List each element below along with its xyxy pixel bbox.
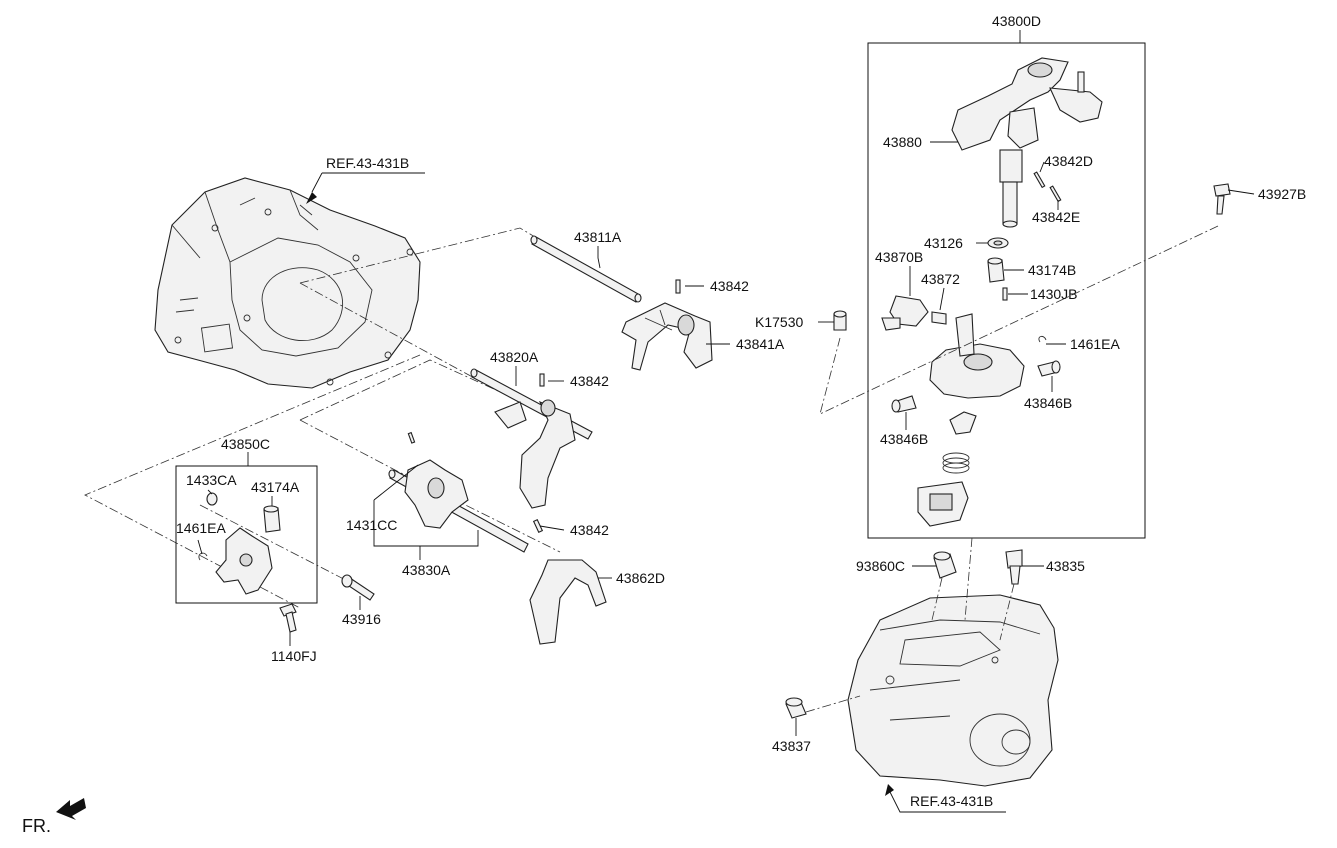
shift-lug-1431cc-drawing	[404, 431, 469, 529]
front-direction-label: FR.	[22, 816, 51, 836]
guide-line	[931, 577, 943, 621]
group-box-43800d	[867, 42, 1146, 539]
label-43174b: 43174B	[1028, 262, 1076, 278]
shift-fork-43862d-drawing	[529, 559, 607, 645]
ref-label-bottom: REF.43-431B	[910, 793, 993, 809]
pin-43842-c-drawing	[532, 518, 544, 534]
guide-line	[84, 354, 421, 609]
label-1431cc: 1431CC	[346, 517, 397, 533]
ref-leader-top	[311, 172, 425, 193]
label-1461ea-left: 1461EA	[176, 520, 226, 536]
label-43850c: 43850C	[221, 436, 270, 452]
label-43830a: 43830A	[402, 562, 451, 578]
control-housing-drawing	[929, 313, 1025, 399]
label-43811a: 43811A	[574, 229, 622, 245]
bolt-43927b-drawing	[1213, 183, 1231, 215]
label-43837: 43837	[772, 738, 811, 754]
leader-lines	[197, 141, 1255, 736]
label-43800d: 43800D	[992, 13, 1041, 29]
shift-rail-43811a-drawing	[530, 235, 642, 303]
label-43846b-right: 43846B	[1024, 395, 1072, 411]
bushing-43174b-drawing	[987, 257, 1005, 283]
cam-plate-drawing	[949, 411, 977, 435]
bolt-43916-drawing	[341, 574, 375, 601]
detent-43870b-drawing	[881, 295, 929, 331]
bushing-1433ca-drawing	[206, 492, 218, 506]
sensor-k17530-drawing	[833, 310, 847, 331]
label-43842e: 43842E	[1032, 209, 1080, 225]
label-43846b-left: 43846B	[880, 431, 928, 447]
ref-arrow-top	[306, 192, 317, 204]
return-spring-drawing	[942, 452, 970, 474]
control-lever-43880-drawing	[951, 57, 1103, 228]
label-43174a: 43174A	[251, 479, 300, 495]
plug-43837-drawing	[785, 697, 807, 719]
pin-43842-b-drawing	[539, 373, 545, 387]
label-43916: 43916	[342, 611, 381, 627]
label-1433ca: 1433CA	[186, 472, 237, 488]
bolt-1140fj-drawing	[279, 603, 297, 633]
bushing-43174a-drawing	[263, 505, 281, 533]
pins-43842d-43842e-drawing	[1033, 171, 1062, 203]
label-43872: 43872	[921, 271, 960, 287]
plunger-43846b-right-drawing	[1037, 360, 1061, 377]
clip-1461ea-right-drawing	[1038, 335, 1047, 343]
ref-leader-bottom	[889, 791, 1006, 813]
label-43927b: 43927B	[1258, 186, 1306, 202]
sensor-43835-drawing	[1005, 549, 1023, 585]
guide-line	[299, 227, 641, 301]
label-43880: 43880	[883, 134, 922, 150]
pin-43842-a-drawing	[675, 279, 681, 294]
ref-arrow-bottom	[885, 784, 894, 796]
label-43862d: 43862D	[616, 570, 665, 586]
guide-line	[964, 537, 973, 621]
label-93860c: 93860C	[856, 558, 905, 574]
guide-line	[199, 504, 366, 591]
sensor-93860c-drawing	[933, 551, 957, 579]
clip-1461ea-left-drawing	[198, 552, 208, 561]
label-43842-a: 43842	[710, 278, 749, 294]
shift-fork-43820a-drawing	[494, 399, 576, 509]
label-43870b: 43870B	[875, 249, 923, 265]
plunger-43846b-left-drawing	[891, 395, 917, 413]
lever-assembly-43850c-drawing	[215, 527, 273, 595]
group-box-43850c	[175, 465, 318, 604]
transmission-case-right-drawing	[847, 594, 1059, 787]
bracket-drawing	[917, 481, 969, 527]
label-k17530: K17530	[755, 314, 803, 330]
washer-43126-drawing	[987, 237, 1009, 249]
label-43835: 43835	[1046, 558, 1085, 574]
shift-fork-43841a-drawing	[621, 302, 713, 371]
label-1140fj: 1140FJ	[271, 648, 317, 664]
label-43842-b: 43842	[570, 373, 609, 389]
label-43820a: 43820A	[490, 349, 539, 365]
transmission-housing-left-drawing	[154, 177, 421, 389]
ref-label-top: REF.43-431B	[326, 155, 409, 171]
front-direction-arrow-icon	[56, 798, 86, 820]
label-43126: 43126	[924, 235, 963, 251]
label-43842-c: 43842	[570, 522, 609, 538]
spring-43872-drawing	[931, 311, 947, 325]
label-43841a: 43841A	[736, 336, 785, 352]
guide-line	[805, 695, 861, 713]
bolt-1430jb-drawing	[1002, 287, 1008, 301]
label-1430jb: 1430JB	[1030, 286, 1077, 302]
label-43842d: 43842D	[1044, 153, 1093, 169]
label-1461ea-right: 1461EA	[1070, 336, 1120, 352]
